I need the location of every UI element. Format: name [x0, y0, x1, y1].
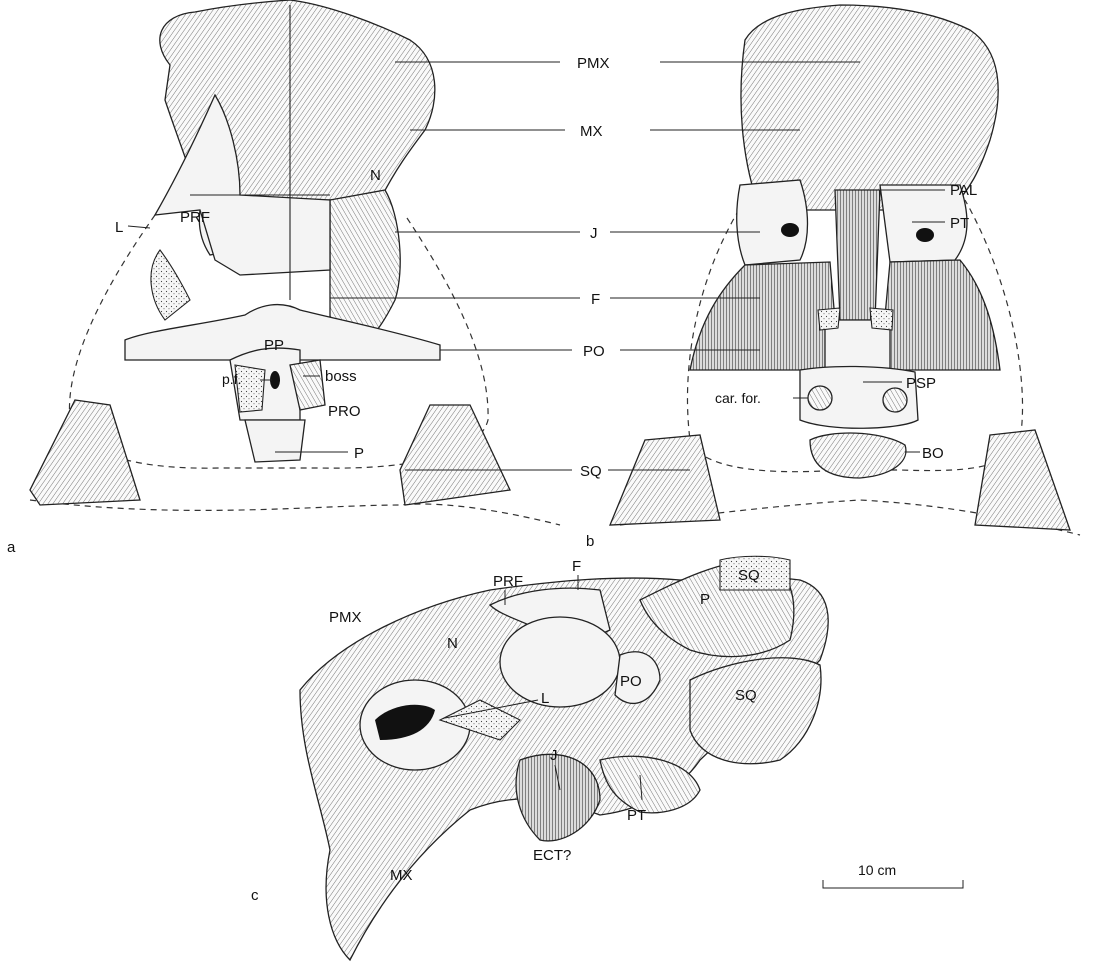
label-f: F — [591, 291, 600, 308]
scale-bar: 10 cm — [823, 862, 963, 888]
panel-b-ventral-skull — [610, 5, 1080, 535]
label-po: PO — [583, 343, 605, 360]
label-c-ect: ECT? — [533, 847, 571, 864]
label-a-pf: p.f. — [222, 371, 241, 387]
label-c-f: F — [572, 558, 581, 575]
label-pmx: PMX — [577, 55, 610, 72]
label-c-j: J — [550, 747, 558, 764]
label-a-p: P — [354, 445, 364, 462]
scale-bar-label: 10 cm — [858, 862, 896, 878]
label-c-pmx: PMX — [329, 609, 362, 626]
label-c-p: P — [700, 591, 710, 608]
label-c-pt: PT — [627, 807, 646, 824]
panel-letter-a: a — [7, 539, 16, 556]
label-a-l: L — [115, 219, 123, 236]
label-a-pp: PP — [264, 337, 284, 354]
label-b-psp: PSP — [906, 375, 936, 392]
label-b-car-for: car. for. — [715, 390, 761, 406]
label-c-prf: PRF — [493, 573, 523, 590]
label-a-n: N — [370, 167, 381, 184]
label-b-bo: BO — [922, 445, 944, 462]
label-c-sq-top: SQ — [738, 567, 760, 584]
label-c-mx: MX — [390, 867, 413, 884]
label-b-pt: PT — [950, 215, 969, 232]
panel-a-dorsal-skull — [30, 0, 560, 525]
panel-c-lateral-skull — [300, 556, 828, 960]
label-c-sq-side: SQ — [735, 687, 757, 704]
label-a-pro: PRO — [328, 403, 361, 420]
label-j: J — [590, 225, 598, 242]
panel-letter-c: c — [251, 887, 259, 904]
label-c-l: L — [541, 690, 549, 707]
label-b-pal: PAL — [950, 182, 977, 199]
label-a-boss: boss — [325, 368, 357, 385]
label-mx: MX — [580, 123, 603, 140]
label-sq: SQ — [580, 463, 602, 480]
panel-letter-b: b — [586, 533, 594, 550]
label-c-n: N — [447, 635, 458, 652]
label-a-prf: PRF — [180, 209, 210, 226]
label-c-po: PO — [620, 673, 642, 690]
